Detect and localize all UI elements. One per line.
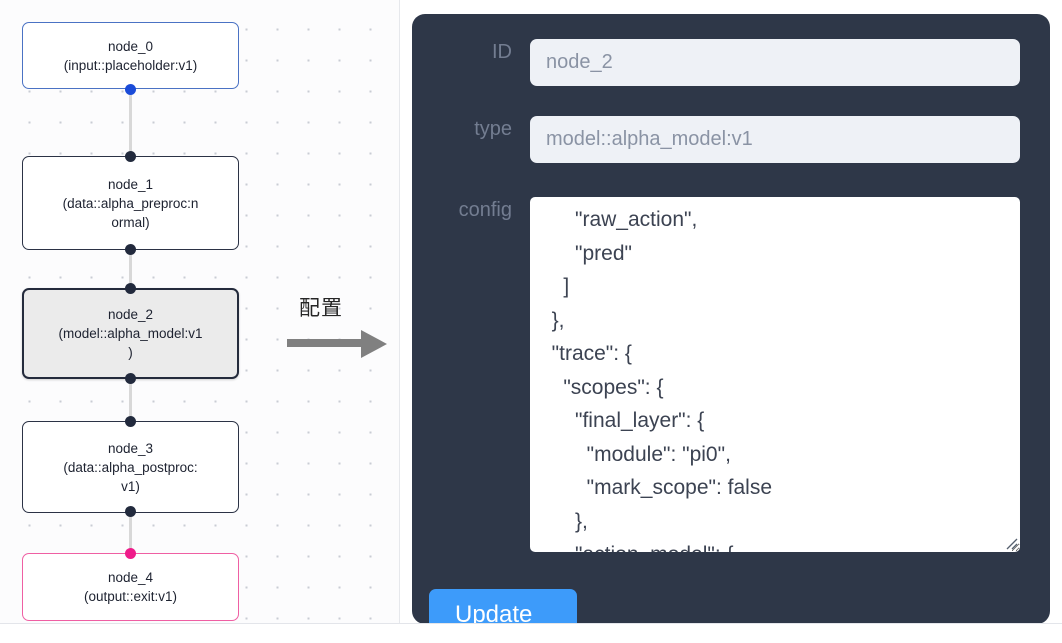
graph-node-label: node_0 (input::placeholder:v1) bbox=[63, 38, 198, 73]
node-handle-node_2-input[interactable] bbox=[124, 282, 136, 294]
config-textarea[interactable]: "raw_action", "pred" ] }, "trace": { "sc… bbox=[530, 197, 1020, 552]
node-handle-node_3-output[interactable] bbox=[124, 505, 136, 517]
graph-node-node_1[interactable]: node_1 (data::alpha_preproc:n ormal) bbox=[22, 156, 239, 250]
edge-node0-node1 bbox=[128, 89, 132, 160]
node-handle-node_3-input[interactable] bbox=[124, 415, 136, 427]
node-handle-node_1-output[interactable] bbox=[124, 243, 136, 255]
graph-node-label: node_2 (model::alpha_model:v1 ) bbox=[58, 307, 203, 360]
type-input[interactable] bbox=[530, 116, 1020, 163]
node-handle-node_0-output[interactable] bbox=[124, 83, 136, 95]
node-handle-node_2-output[interactable] bbox=[124, 372, 136, 384]
id-input[interactable] bbox=[530, 39, 1020, 86]
field-row-id: ID bbox=[424, 39, 1020, 86]
update-button[interactable]: Update bbox=[429, 589, 577, 624]
graph-node-node_3[interactable]: node_3 (data::alpha_postproc: v1) bbox=[22, 421, 239, 513]
graph-node-node_2[interactable]: node_2 (model::alpha_model:v1 ) bbox=[22, 288, 239, 379]
graph-node-label: node_4 (output::exit:v1) bbox=[83, 570, 178, 604]
graph-canvas[interactable]: node_0 (input::placeholder:v1) node_1 (d… bbox=[0, 0, 400, 643]
right-arrow-icon bbox=[287, 330, 387, 358]
type-field-label: type bbox=[474, 118, 512, 140]
edge-node2-node3 bbox=[128, 378, 132, 422]
node-handle-node_4-input[interactable] bbox=[124, 547, 136, 559]
node-handle-node_1-input[interactable] bbox=[124, 150, 136, 162]
graph-node-node_4[interactable]: node_4 (output::exit:v1) bbox=[22, 553, 239, 621]
field-row-config: config "raw_action", "pred" ] }, "trace"… bbox=[424, 197, 1020, 552]
window-bottom-strip bbox=[0, 623, 1062, 643]
graph-node-node_0[interactable]: node_0 (input::placeholder:v1) bbox=[22, 22, 239, 89]
graph-node-label: node_1 (data::alpha_preproc:n ormal) bbox=[62, 176, 199, 230]
flow-arrow-caption: 配置 bbox=[299, 297, 343, 320]
canvas-divider bbox=[399, 0, 400, 624]
edge-node3-node4 bbox=[128, 511, 132, 553]
config-field-label: config bbox=[458, 199, 512, 221]
flow-arrow-group: 配置 bbox=[287, 296, 397, 366]
graph-node-label: node_3 (data::alpha_postproc: v1) bbox=[63, 440, 198, 494]
field-row-type: type bbox=[424, 116, 1020, 163]
id-field-label: ID bbox=[492, 41, 512, 63]
node-config-panel: ID type config "raw_action", "pred" ] },… bbox=[412, 14, 1050, 624]
